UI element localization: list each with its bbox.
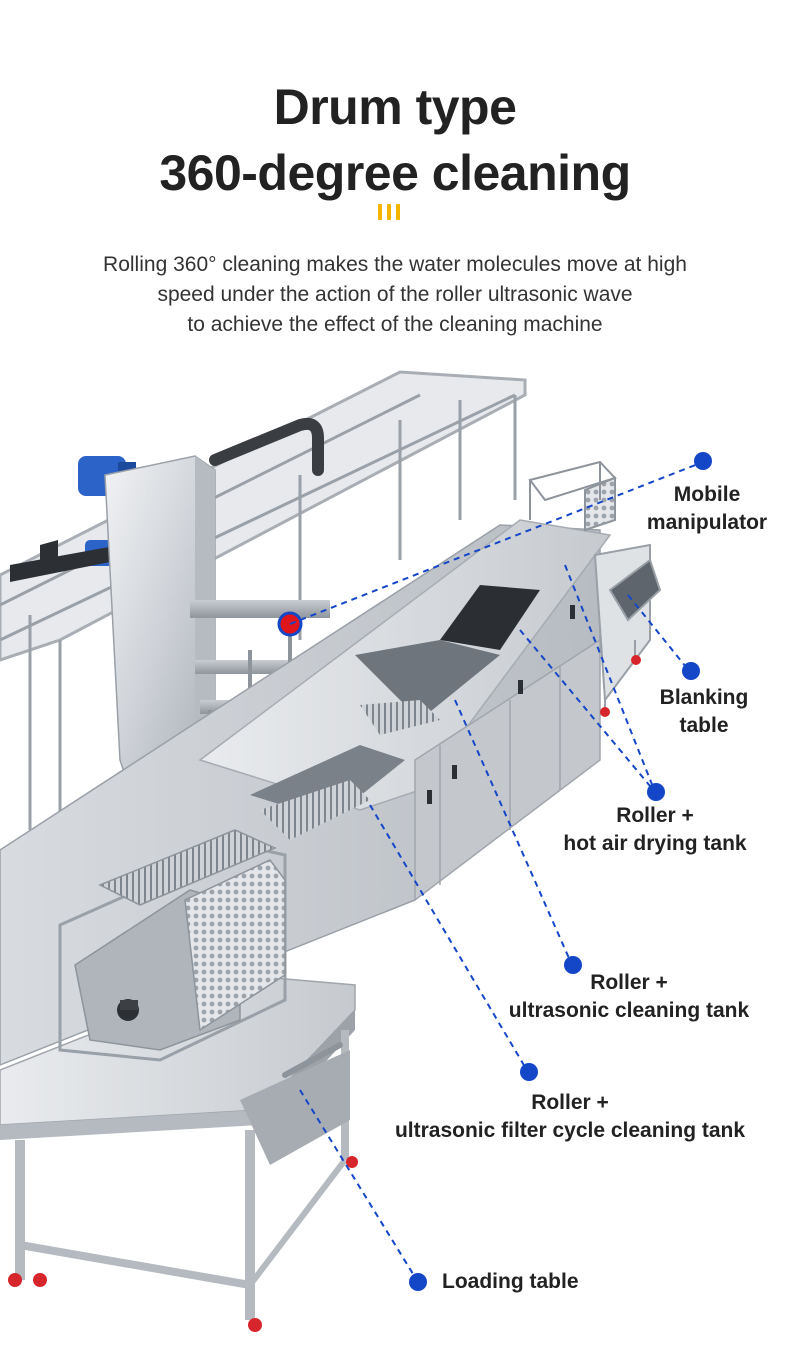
basket-right <box>528 460 617 532</box>
description-line-3: to achieve the effect of the cleaning ma… <box>187 313 603 336</box>
callout-dot-mobile-manipulator <box>694 452 712 470</box>
callout-dot-ultrasonic-tank <box>564 956 582 974</box>
description-line-1: Rolling 360° cleaning makes the water mo… <box>103 253 687 276</box>
callout-dot-loading-table <box>409 1273 427 1291</box>
label-filter-tank: Roller + ultrasonic filter cycle cleanin… <box>394 1091 746 1142</box>
callout-dot-blanking-table <box>682 662 700 680</box>
title-line-1: Drum type <box>273 78 517 135</box>
roller-drum <box>58 829 287 1062</box>
callout-dot-drying-tank <box>647 783 665 801</box>
cleaning-machine-illustration <box>0 370 704 1332</box>
callout-lines <box>289 461 704 1283</box>
callout-dot-filter-tank <box>520 1063 538 1081</box>
label-ultrasonic-tank: Roller + ultrasonic cleaning tank <box>508 971 750 1022</box>
blanking-table <box>593 543 662 717</box>
accent-bars-icon <box>378 204 400 220</box>
label-mobile-manipulator: Mobile manipulator <box>646 483 768 534</box>
label-loading-table: Loading table <box>442 1270 579 1293</box>
loading-table <box>0 974 358 1332</box>
description: Rolling 360° cleaning makes the water mo… <box>0 250 790 340</box>
title-line-2: 360-degree cleaning <box>159 144 631 201</box>
page-title: Drum type 360-degree cleaning <box>0 74 790 206</box>
label-drying-tank: Roller + hot air drying tank <box>563 804 747 855</box>
overhead-pipe <box>209 417 324 476</box>
description-line-2: speed under the action of the roller ult… <box>157 283 633 306</box>
label-blanking-table: Blanking table <box>659 686 749 737</box>
